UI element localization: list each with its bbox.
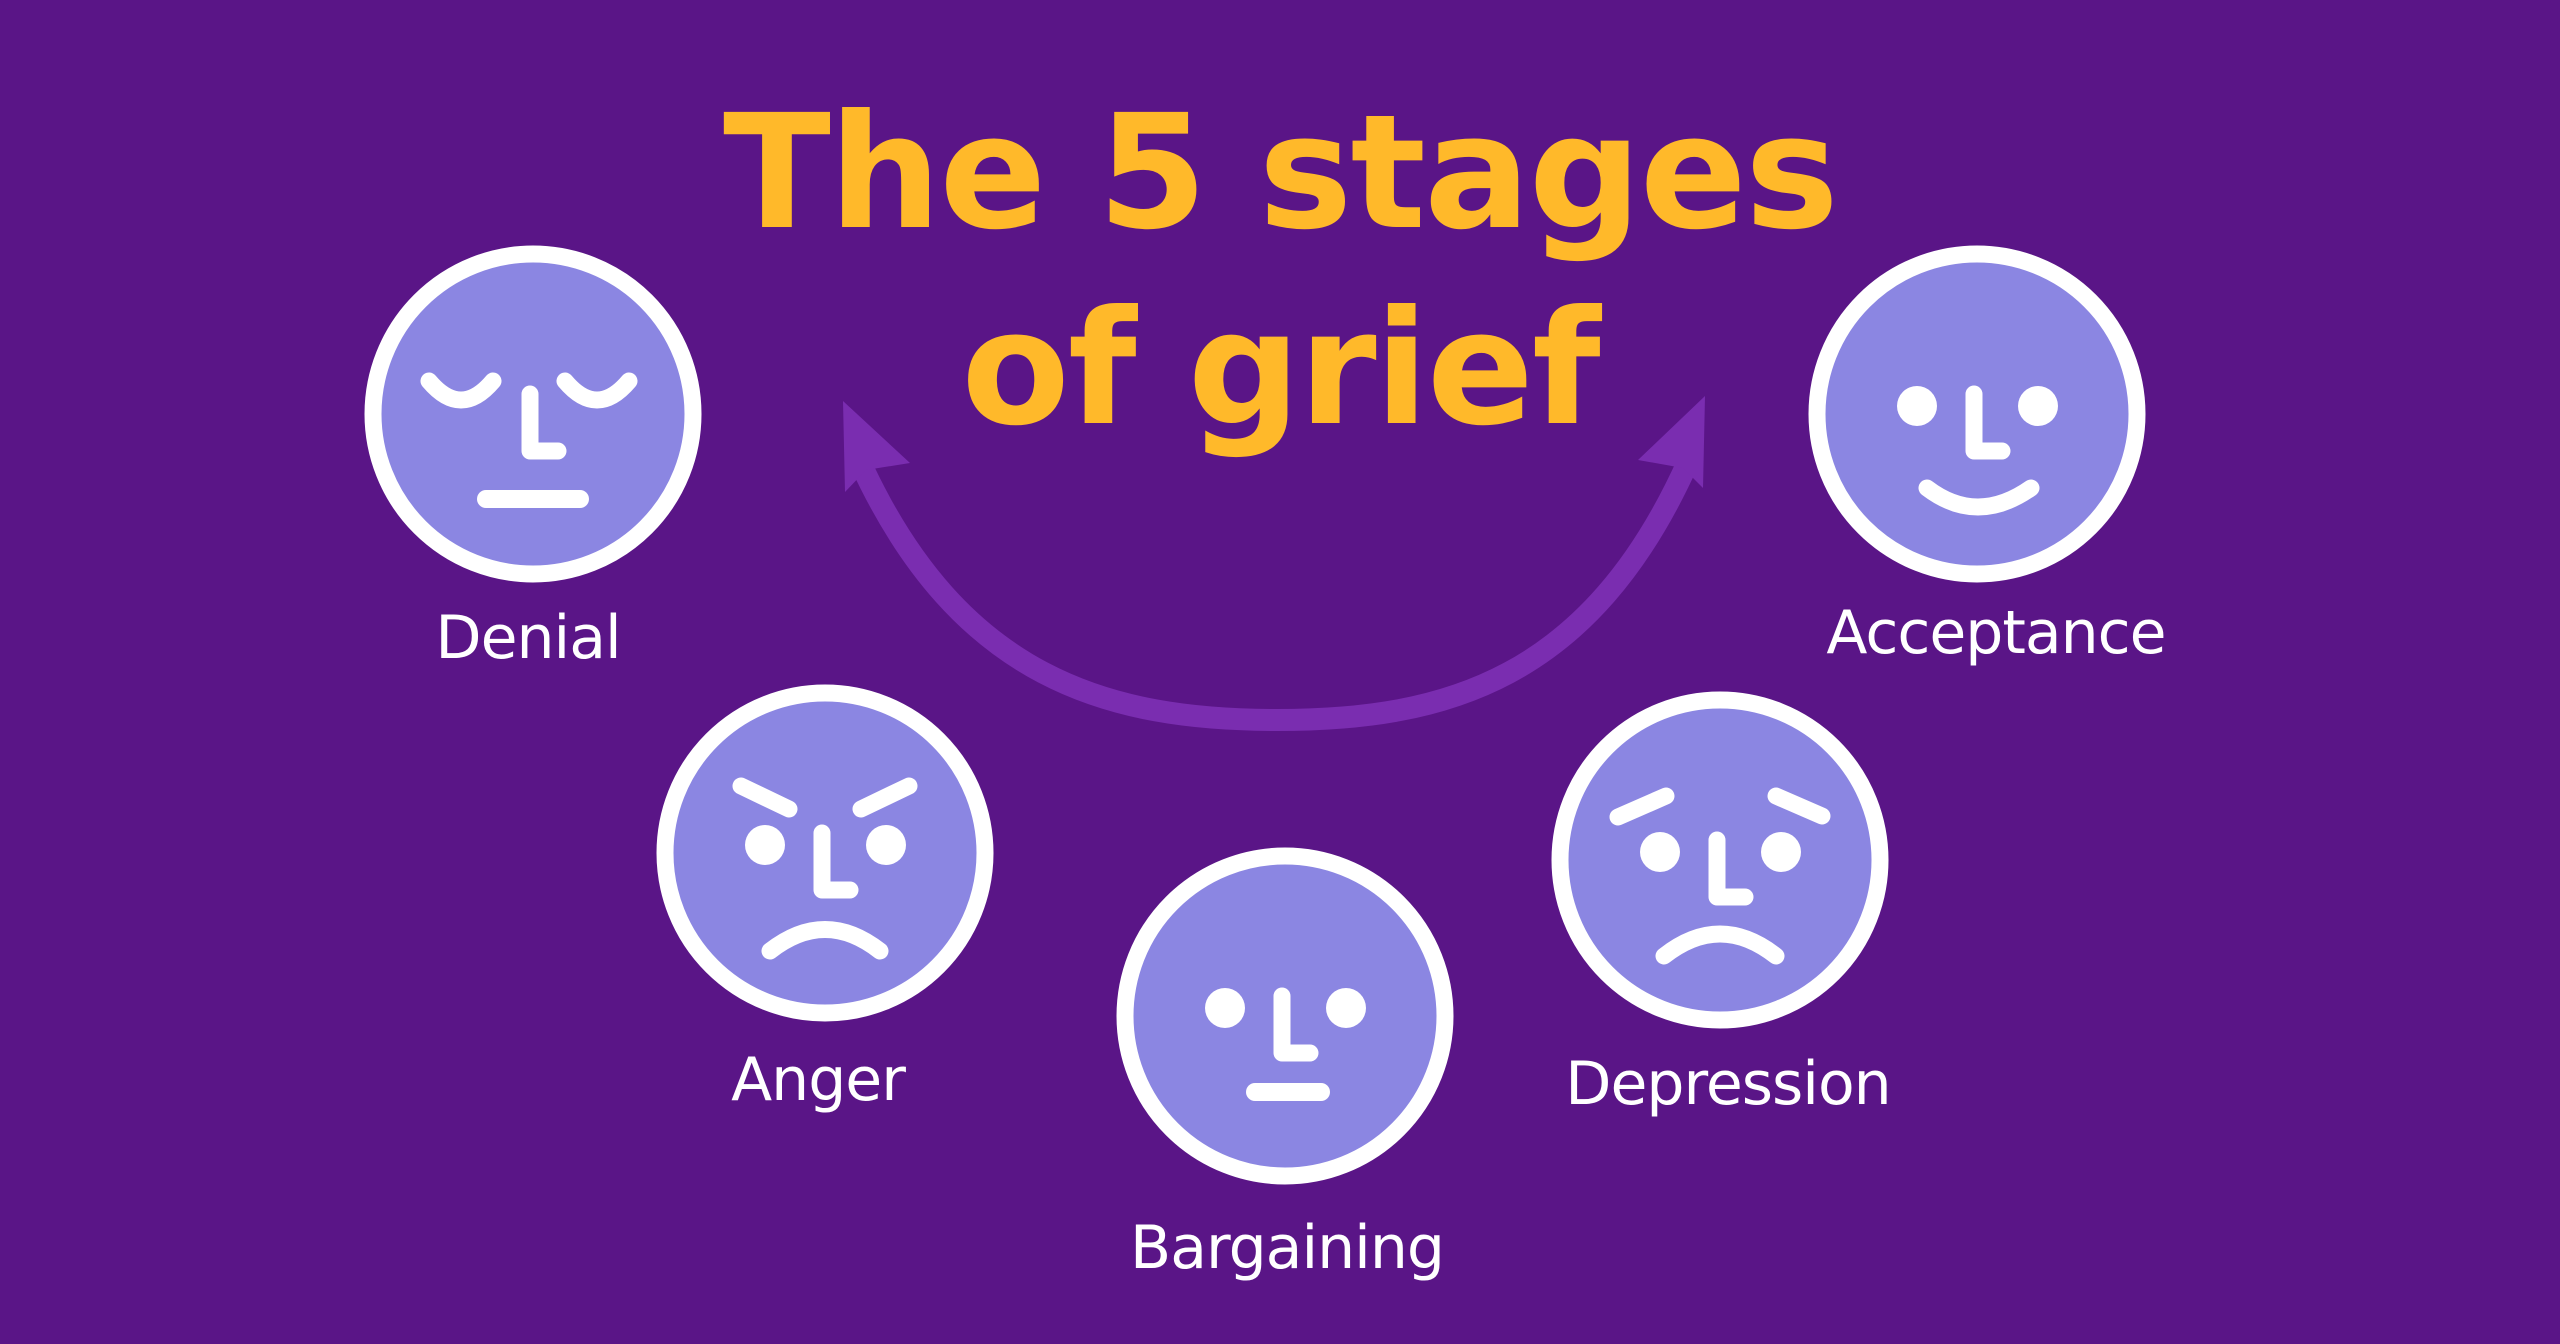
brow-left-icon bbox=[732, 777, 798, 818]
eye-left-icon bbox=[1897, 386, 1937, 426]
arrow-head-right-icon bbox=[1638, 396, 1705, 488]
face-depression-icon bbox=[1551, 691, 1889, 1029]
eye-right-icon bbox=[1326, 988, 1366, 1028]
stage-label-denial: Denial bbox=[435, 603, 621, 673]
nose-icon bbox=[1965, 385, 2011, 460]
stage-label-acceptance: Acceptance bbox=[1826, 598, 2166, 668]
closed-eye-left-icon bbox=[420, 372, 502, 409]
eye-right-icon bbox=[866, 825, 906, 865]
nose-icon bbox=[1273, 987, 1319, 1062]
mouth-frown-icon bbox=[1655, 925, 1785, 965]
eye-left-icon bbox=[745, 825, 785, 865]
arrow-head-left-icon bbox=[843, 401, 910, 492]
face-bargaining-icon bbox=[1116, 847, 1454, 1185]
title-line-1: The 5 stages bbox=[723, 81, 1839, 265]
nose-icon bbox=[813, 824, 859, 899]
stage-label-depression: Depression bbox=[1565, 1049, 1891, 1119]
mouth-frown-icon bbox=[761, 921, 889, 960]
brow-right-icon bbox=[852, 777, 918, 818]
mouth-smile-icon bbox=[1918, 479, 2040, 516]
cycle-arrow bbox=[843, 396, 1705, 732]
closed-eye-right-icon bbox=[556, 372, 638, 409]
arrow-curve bbox=[850, 457, 1699, 732]
eye-left-icon bbox=[1205, 988, 1245, 1028]
stage-label-bargaining: Bargaining bbox=[1130, 1213, 1445, 1283]
stage-label-anger: Anger bbox=[731, 1045, 906, 1115]
eye-right-icon bbox=[2018, 386, 2058, 426]
title-line-2: of grief bbox=[961, 277, 1600, 461]
eye-left-icon bbox=[1640, 832, 1680, 872]
eye-right-icon bbox=[1761, 832, 1801, 872]
face-denial-icon bbox=[364, 245, 702, 583]
nose-icon bbox=[521, 385, 567, 460]
brow-left-icon bbox=[1609, 787, 1675, 826]
nose-icon bbox=[1708, 831, 1754, 906]
face-anger-icon bbox=[656, 684, 994, 1022]
faces-group bbox=[364, 245, 2146, 1185]
face-acceptance-icon bbox=[1808, 245, 2146, 583]
brow-right-icon bbox=[1767, 787, 1831, 825]
